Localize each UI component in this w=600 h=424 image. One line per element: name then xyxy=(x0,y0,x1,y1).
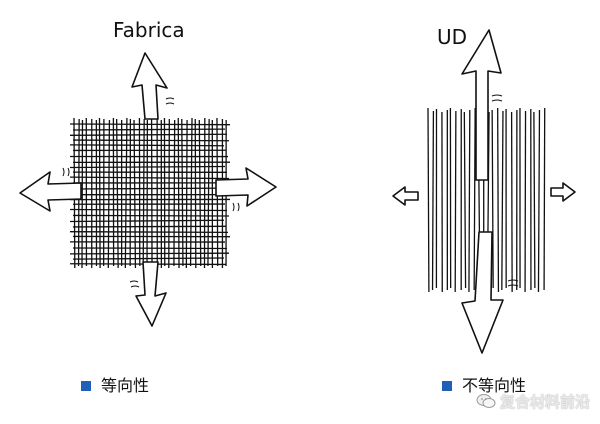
fabric-warp-thread xyxy=(108,120,109,268)
fabric-warp-thread xyxy=(117,119,118,268)
fabric-warp-thread xyxy=(195,119,196,268)
fabric-warp-thread xyxy=(186,120,187,268)
fabric-warp-thread xyxy=(134,120,135,268)
ud-fiber xyxy=(455,111,456,292)
fabric-warp-thread xyxy=(199,120,200,266)
fabric-arrow-down-icon xyxy=(136,262,166,326)
fabric-weft-thread xyxy=(73,248,227,249)
ud-arrow-down-icon xyxy=(462,232,503,353)
fabric-arrow-left-icon xyxy=(20,172,81,211)
fabric-weft-thread xyxy=(73,258,224,259)
ud-arrow-left-icon xyxy=(393,187,418,205)
fabric-weft-thread xyxy=(70,124,230,125)
ud-fiber xyxy=(498,108,499,292)
ud-fiber xyxy=(534,112,535,288)
fabric-arrow-right-icon xyxy=(216,168,276,206)
fabric-weft-thread xyxy=(70,134,227,135)
fabric-weft-thread xyxy=(73,215,229,216)
fabric-warp-thread xyxy=(169,119,170,268)
legend-swatch xyxy=(81,381,91,391)
ud-fiber xyxy=(433,111,434,290)
ud-fiber xyxy=(512,112,513,292)
ud-fiber xyxy=(428,108,429,292)
ud-fiber xyxy=(464,112,465,288)
fabric-weft-thread xyxy=(73,226,226,227)
ud-fiber xyxy=(544,108,545,290)
watermark: 复合材料前沿 xyxy=(476,390,590,412)
legend-swatch xyxy=(442,381,452,391)
wechat-icon xyxy=(476,391,496,411)
fabric-warp-thread xyxy=(143,119,144,268)
fabric-warp-thread xyxy=(174,120,175,266)
fabric-title: Fabrica xyxy=(113,20,185,40)
fabric-arrows xyxy=(20,53,276,326)
fabric-weft-thread xyxy=(70,253,229,254)
fabric-weft-thread xyxy=(70,188,226,189)
legend-isotropic: 等向性 xyxy=(81,376,149,396)
watermark-text: 复合材料前沿 xyxy=(500,391,590,412)
fabric-weft-thread xyxy=(73,129,225,130)
fabric-weft-thread xyxy=(73,140,229,141)
fabric-weave-grid xyxy=(70,118,230,268)
ud-title: UD xyxy=(437,27,467,47)
ud-fiber xyxy=(474,108,475,290)
ud-arrow-up-icon xyxy=(462,30,501,180)
ud-arrow-right-icon xyxy=(551,183,575,201)
fabric-weft-thread xyxy=(70,166,225,167)
fabric-weft-thread xyxy=(70,145,224,146)
ud-fiber xyxy=(502,111,503,290)
ud-fiber xyxy=(538,110,539,292)
fabric-weft-thread xyxy=(70,209,227,210)
fabric-arrow-up-icon xyxy=(132,53,167,119)
ud-fiber xyxy=(469,110,470,292)
fabric-weft-thread xyxy=(70,232,228,233)
legend-label-isotropic: 等向性 xyxy=(101,378,149,394)
